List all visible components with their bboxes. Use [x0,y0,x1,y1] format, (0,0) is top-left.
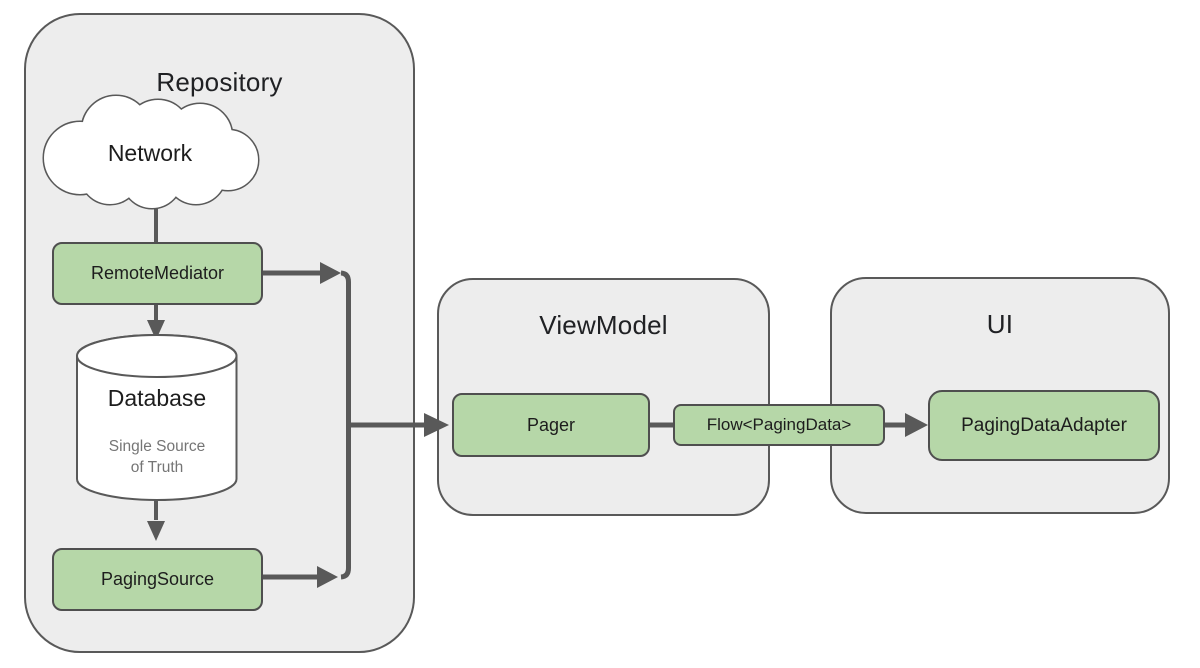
pager-node: Pager [452,393,650,457]
remote-mediator-label: RemoteMediator [90,263,225,283]
repository-title: Repository [156,67,283,97]
paging-source-node: PagingSource [52,548,263,611]
database-sublabel-line2: of Truth [130,459,184,476]
paging-data-adapter-node: PagingDataAdapter [928,390,1160,461]
paging-data-adapter-label: PagingDataAdapter [961,414,1127,436]
paging-source-label: PagingSource [100,569,215,589]
database-sublabel-line1: Single Source [108,438,206,455]
pager-label: Pager [526,414,576,435]
ui-title: UI [986,309,1014,339]
network-label: Network [107,140,193,166]
database-sublabel: Single Source of Truth [77,436,237,478]
database-label: Database [107,385,207,411]
viewmodel-title: ViewModel [539,310,668,340]
remote-mediator-node: RemoteMediator [52,242,263,305]
flow-paging-data-label: Flow<PagingData> [706,415,852,434]
flow-paging-data-node: Flow<PagingData> [673,404,885,446]
